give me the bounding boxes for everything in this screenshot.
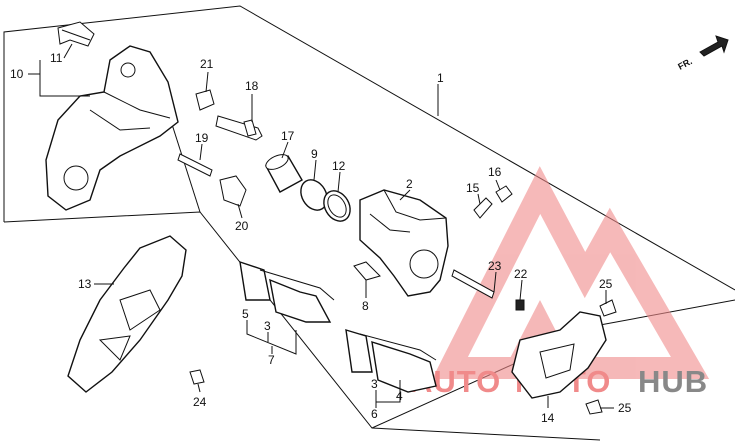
part-9-piston-seal bbox=[300, 179, 328, 211]
part-20-boot bbox=[219, 175, 247, 207]
callout-4: 4 bbox=[396, 389, 403, 403]
callout-7: 7 bbox=[268, 353, 275, 367]
watermark-text-hub: HUB bbox=[638, 364, 708, 399]
callout-2: 2 bbox=[406, 177, 413, 191]
part-24-bolt bbox=[189, 369, 205, 385]
callout-1: 1 bbox=[437, 71, 444, 85]
part-25-bolt-upper bbox=[599, 299, 617, 317]
part-19-slide-pin bbox=[177, 153, 213, 177]
part-16-bleeder-cap bbox=[495, 185, 513, 203]
callout-10: 10 bbox=[10, 67, 24, 81]
callout-14: 14 bbox=[541, 411, 555, 425]
callout-3-upper: 3 bbox=[264, 319, 271, 333]
callout-21: 21 bbox=[200, 57, 214, 71]
part-2-caliper-body bbox=[359, 189, 449, 297]
part-18-pin-bolt bbox=[215, 115, 263, 141]
part-12-dust-seal bbox=[323, 190, 351, 222]
callout-12: 12 bbox=[332, 159, 346, 173]
part-17-piston bbox=[265, 154, 303, 193]
part-15-bleeder bbox=[473, 197, 493, 219]
callout-25-lower: 25 bbox=[618, 401, 632, 415]
callout-23: 23 bbox=[488, 259, 502, 273]
leader-lines bbox=[28, 43, 614, 409]
callout-5: 5 bbox=[242, 307, 249, 321]
callout-6: 6 bbox=[371, 407, 378, 421]
part-21-bolt-cap bbox=[195, 89, 215, 111]
front-direction-label: FR. bbox=[676, 56, 693, 72]
callout-20: 20 bbox=[235, 219, 249, 233]
part-7-pad-set-upper bbox=[239, 260, 335, 323]
part-23-pad-pin bbox=[451, 269, 495, 299]
callout-9: 9 bbox=[311, 147, 318, 161]
front-direction-arrow-icon bbox=[699, 35, 729, 57]
part-22-pin-plug bbox=[515, 299, 525, 311]
part-11-pad-spring bbox=[57, 21, 95, 47]
callout-13: 13 bbox=[78, 277, 92, 291]
callout-8: 8 bbox=[362, 299, 369, 313]
callout-19: 19 bbox=[195, 131, 209, 145]
callout-11: 11 bbox=[50, 51, 63, 65]
callout-17: 17 bbox=[281, 129, 295, 143]
part-13-disc-cover bbox=[67, 235, 187, 393]
callout-24: 24 bbox=[193, 395, 207, 409]
callout-16: 16 bbox=[488, 165, 502, 179]
part-8-pad-shim bbox=[353, 261, 381, 281]
part-14-caliper-guard bbox=[511, 311, 607, 399]
part-25-bolt-lower bbox=[585, 399, 603, 415]
callout-3-lower: 3 bbox=[371, 377, 378, 391]
callout-15: 15 bbox=[466, 181, 480, 195]
callout-25-upper: 25 bbox=[599, 277, 613, 291]
callout-22: 22 bbox=[514, 267, 528, 281]
part-6-pad-set-lower bbox=[345, 329, 437, 393]
part-10-caliper-bracket bbox=[45, 45, 179, 211]
callout-18: 18 bbox=[245, 79, 259, 93]
